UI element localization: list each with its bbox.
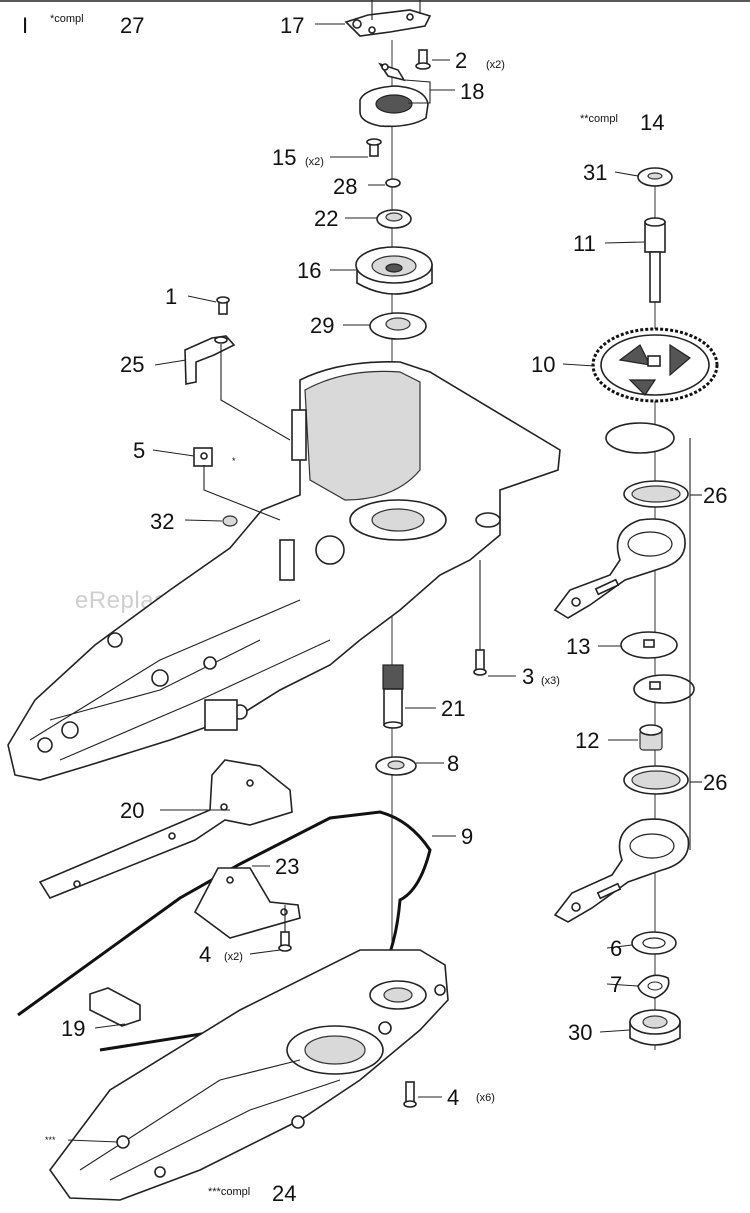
part-13-disc	[620, 631, 678, 659]
part-18-bracket	[359, 62, 429, 128]
callout-19: 19	[61, 1016, 85, 1041]
callout-32: 32	[150, 509, 174, 534]
callout-31: 31	[583, 160, 607, 185]
callout-3-qty: (x3)	[541, 675, 560, 687]
callout-15-qty: (x2)	[305, 156, 324, 168]
part-12-nut	[639, 724, 663, 751]
callout-22: 22	[314, 206, 338, 231]
part-6-washer	[631, 931, 677, 955]
callout-7: 7	[610, 972, 622, 997]
leader-lines	[67, 23, 702, 1143]
part-26b-bearing	[623, 765, 689, 795]
part-22-washer	[376, 209, 412, 229]
callout-15: 15	[272, 145, 296, 170]
part-4a-screw	[278, 905, 292, 952]
callout-29: 29	[310, 313, 334, 338]
part-10-disc	[605, 422, 675, 454]
part-15-screw	[366, 138, 382, 157]
part-5-clip	[193, 447, 213, 467]
part-17-plate	[344, 0, 432, 37]
callout-8: 8	[447, 751, 459, 776]
callout-4a-qty: (x2)	[224, 951, 243, 963]
callout-12: 12	[575, 728, 599, 753]
callout-4a: 4	[199, 942, 211, 967]
callout-3: 3	[522, 664, 534, 689]
part-21-pinion	[382, 664, 404, 729]
callout-26b: 26	[703, 770, 727, 795]
part-8-bearing	[375, 756, 417, 776]
part-26b-disc	[633, 674, 695, 704]
part-3-screw	[473, 560, 487, 676]
upper-housing	[7, 361, 561, 781]
callout-11: 11	[573, 231, 596, 256]
part-7-clip	[637, 974, 670, 999]
callout-30: 30	[568, 1020, 592, 1045]
header-note: *compl	[50, 13, 84, 25]
callout-25: 25	[120, 352, 144, 377]
lower-housing	[49, 949, 449, 1201]
callout-2: 2	[455, 48, 467, 73]
callout-4b: 4	[447, 1085, 459, 1110]
callout-10: 10	[531, 352, 555, 377]
callout-20: 20	[120, 798, 144, 823]
part-23-bracket	[193, 867, 301, 939]
part-10-gear	[591, 327, 719, 403]
part-20-plate	[38, 759, 293, 899]
part-2-screw	[415, 49, 431, 70]
part-1-screw	[216, 296, 230, 315]
part-25-lever	[184, 335, 236, 385]
callout-2-qty: (x2)	[486, 59, 505, 71]
callout-28: 28	[333, 174, 357, 199]
callout-26a: 26	[703, 483, 727, 508]
part-28-screw	[385, 178, 401, 188]
callout-1: 1	[165, 284, 177, 309]
part-16-cup	[355, 246, 433, 295]
part-32-nut	[222, 515, 238, 527]
part-26a-bearing	[623, 480, 689, 508]
part-29-bearing	[369, 312, 427, 340]
part-31-washer	[637, 167, 673, 187]
part-30-bearing	[629, 1009, 681, 1046]
part-26a-lever	[553, 518, 686, 619]
callout-17: 17	[280, 13, 304, 38]
callout-6: 6	[610, 936, 622, 961]
callout-18: 18	[460, 79, 484, 104]
housing-number: 24	[272, 1181, 296, 1206]
callout-23: 23	[275, 854, 299, 879]
callout-5-marker: *	[232, 456, 236, 466]
header-number: 27	[120, 13, 144, 38]
part-19-block	[89, 987, 141, 1027]
callout-9: 9	[461, 824, 473, 849]
part-26b-lever	[553, 818, 690, 923]
header-mark: I	[22, 13, 28, 38]
callout-16: 16	[297, 258, 321, 283]
part-4b-screw	[403, 1081, 417, 1108]
housing-marker: ***	[45, 1135, 56, 1145]
housing-note: ***compl	[208, 1186, 250, 1198]
subassembly-number: 14	[640, 110, 664, 135]
callout-13: 13	[566, 634, 590, 659]
callout-21: 21	[441, 696, 465, 721]
part-11-shaft	[644, 217, 666, 303]
callout-5: 5	[133, 438, 145, 463]
subassembly-note: **compl	[580, 113, 618, 125]
callout-4b-qty: (x6)	[476, 1092, 495, 1104]
